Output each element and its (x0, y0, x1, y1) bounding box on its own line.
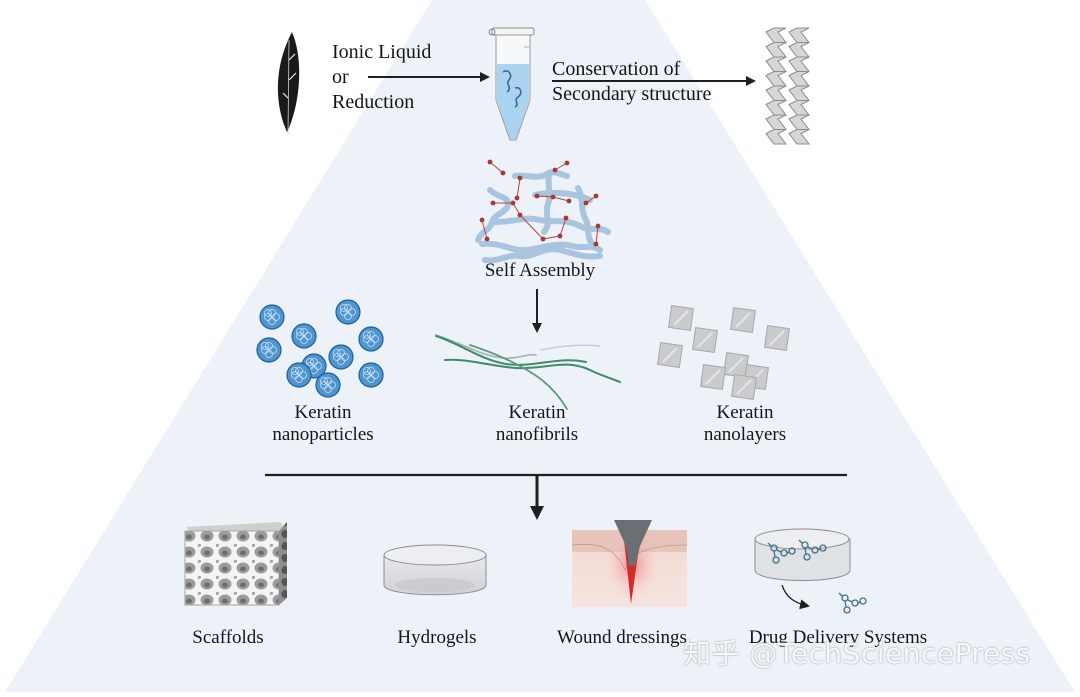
nanofibrils-icon (435, 334, 621, 410)
step1-line1: Ionic Liquid (332, 41, 432, 63)
beta-strand-segment (788, 42, 811, 58)
beta-strand-segment (765, 100, 788, 116)
nanolayers-icon (657, 305, 790, 400)
drug-molecule (798, 539, 827, 561)
crosslinked-network-icon (475, 159, 611, 264)
beta-strand-segment (765, 56, 788, 72)
hydrogel-icon (383, 544, 487, 596)
beta-strand-segment (788, 114, 811, 130)
drug-molecule (767, 542, 796, 564)
nanoparticle (358, 326, 384, 352)
scaffold-icon (184, 522, 287, 606)
nanostructure-line1: Keratin (716, 402, 774, 423)
nanoparticle (291, 323, 317, 349)
beta-strand-segment (788, 85, 811, 101)
nanoparticle (335, 299, 361, 325)
nanolayer-sheet (700, 364, 726, 390)
step1-line3: Reduction (332, 91, 415, 113)
watermark: 知乎 @TechSciencePress (683, 637, 1031, 670)
beta-strand-segment (765, 42, 788, 58)
nanolayer-sheet (731, 374, 757, 400)
nanoparticle (315, 372, 341, 398)
self-assembly-label: Self Assembly (484, 260, 596, 281)
feather-icon (277, 32, 300, 135)
beta-strand-segment (788, 56, 811, 72)
beta-strand-segment (788, 129, 811, 145)
nanoparticle (256, 337, 282, 363)
nanolayer-sheet (668, 305, 694, 331)
beta-strand-segment (788, 27, 811, 43)
step2-label: Conservation of Secondary structure (552, 57, 711, 107)
beta-sheet-icon (765, 27, 811, 145)
application-label-drug-delivery: Drug Delivery Systems (748, 627, 928, 648)
drug-molecule (838, 592, 867, 614)
application-label-hydrogels: Hydrogels (397, 627, 477, 648)
beta-strand-segment (765, 129, 788, 145)
nanolayer-sheet (723, 352, 749, 378)
tube-icon (488, 27, 535, 141)
nanostructure-label-nanolayers: Keratin nanolayers (704, 402, 786, 446)
step2-line2: Secondary structure (552, 83, 712, 105)
nanolayer-sheet (692, 327, 718, 353)
step1-line2: or (332, 66, 349, 88)
nanolayer-sheet (764, 325, 790, 351)
application-label-wound-dressings: Wound dressings (557, 627, 687, 648)
nanostructure-line2: nanolayers (703, 424, 787, 445)
nanostructure-line1: Keratin (508, 402, 566, 423)
nanoparticle (328, 344, 354, 370)
nanostructure-label-nanofibrils: Keratin nanofibrils (496, 402, 578, 446)
beta-strand-segment (765, 27, 788, 43)
nanostructure-line2: nanofibrils (495, 424, 579, 445)
drug-delivery-icon (754, 528, 867, 614)
application-label-scaffolds: Scaffolds (192, 627, 264, 648)
nanolayer-sheet (657, 342, 683, 368)
beta-strand-segment (765, 114, 788, 130)
wound-icon (571, 520, 688, 607)
nanoparticle (259, 304, 285, 330)
nanostructure-line1: Keratin (294, 402, 352, 423)
pyramid-background (5, 0, 1075, 692)
nanostructure-label-nanoparticles: Keratin nanoparticles (272, 402, 373, 446)
nanolayer-sheet (730, 307, 756, 333)
beta-strand-segment (788, 100, 811, 116)
nanoparticles-icon (256, 299, 384, 398)
step2-line1: Conservation of (552, 58, 681, 80)
nanoparticle (286, 362, 312, 388)
step1-label: Ionic Liquid or Reduction (332, 40, 431, 115)
beta-strand-segment (765, 71, 788, 87)
beta-strand-segment (765, 85, 788, 101)
beta-strand-segment (788, 71, 811, 87)
nanostructure-line2: nanoparticles (272, 424, 374, 445)
nanoparticle (358, 362, 384, 388)
